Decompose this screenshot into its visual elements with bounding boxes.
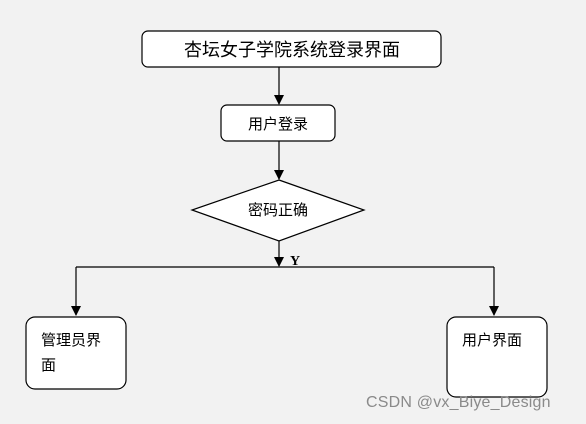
admin-interface-box [25, 316, 127, 390]
admin-interface-label-line1: 管理员界 [41, 331, 101, 349]
admin-interface-label-line2: 面 [41, 356, 56, 374]
title-label: 杏坛女子学院系统登录界面 [184, 40, 400, 61]
watermark: CSDN @vx_Biye_Design [366, 394, 551, 411]
user-interface-label: 用户界面 [462, 331, 522, 349]
password-check-label: 密码正确 [248, 201, 308, 219]
user-login-box [220, 104, 336, 142]
title-box [141, 30, 442, 68]
user-login-label: 用户登录 [248, 115, 308, 133]
yes-label: Y [290, 254, 300, 269]
user-interface-box [446, 316, 548, 398]
